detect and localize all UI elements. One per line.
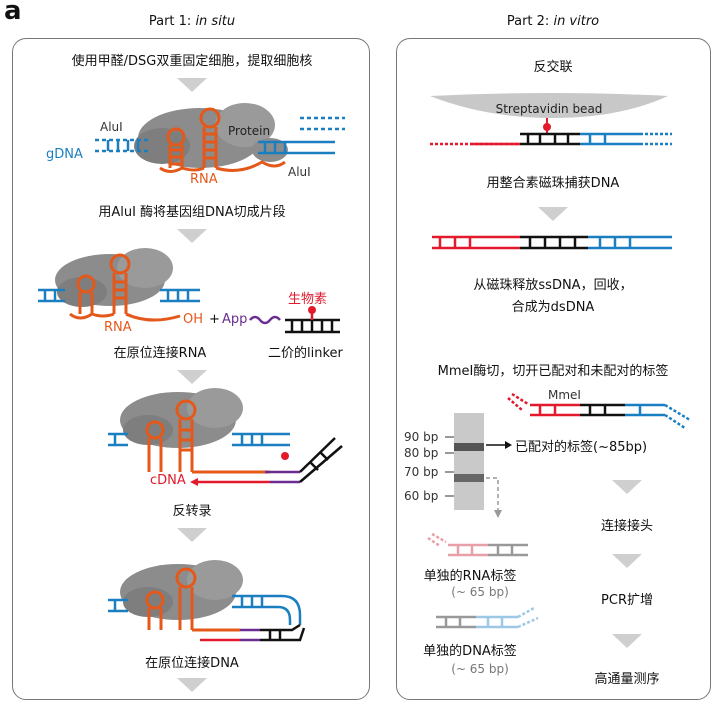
part2-title: Part 2: in vitro bbox=[507, 14, 599, 29]
rna-label-2: RNA bbox=[104, 320, 132, 335]
part2-step7: 高通量测序 bbox=[594, 672, 660, 687]
part2-step1: 反交联 bbox=[533, 60, 573, 75]
gel-marker-60: 60 bp bbox=[404, 489, 439, 503]
gel-marker-90: 90 bp bbox=[404, 430, 439, 444]
biotin-label: 生物素 bbox=[288, 292, 328, 307]
gel-band-65 bbox=[454, 474, 484, 482]
linker-4 bbox=[200, 623, 306, 642]
part1-step4: 反转录 bbox=[172, 504, 212, 519]
linker-label: 二价的linker bbox=[268, 346, 343, 361]
figure-label: a bbox=[4, 0, 22, 26]
part1-arrow-1 bbox=[177, 78, 207, 92]
part1-title-prefix: Part 1: bbox=[148, 14, 196, 29]
part2-arrow-1 bbox=[538, 207, 568, 221]
part2-arrow-3 bbox=[612, 554, 642, 568]
alui-left-label: AluI bbox=[100, 120, 123, 134]
paired-arrow-head bbox=[505, 441, 512, 449]
part1-title: Part 1: in situ bbox=[149, 14, 235, 29]
part2-step3-line2: 合成为dsDNA bbox=[511, 300, 595, 315]
dna-tag-size: (~ 65 bp) bbox=[451, 662, 509, 676]
rna-hairpins-1 bbox=[159, 107, 286, 173]
part1-title-italic: in situ bbox=[195, 14, 236, 29]
part2-step6: PCR扩增 bbox=[601, 593, 653, 608]
part1-arrow-2 bbox=[177, 229, 207, 243]
plus-label: + bbox=[209, 312, 220, 327]
gel-band-85 bbox=[454, 443, 484, 451]
rna-hairpins-2 bbox=[69, 253, 181, 322]
part1-arrow-3 bbox=[177, 370, 207, 384]
oh-label: OH bbox=[183, 312, 204, 327]
mmei-label: MmeI bbox=[548, 388, 581, 402]
bead-biotin-dot bbox=[543, 123, 551, 131]
biotin-dot-3 bbox=[281, 452, 289, 460]
cdna-arrowhead bbox=[190, 478, 198, 486]
unpaired-arrow-line bbox=[486, 477, 499, 510]
part2-step2: 用整合素磁珠捕获DNA bbox=[486, 176, 620, 191]
streptavidin-bead-shape bbox=[430, 93, 668, 118]
captured-dna bbox=[430, 132, 672, 146]
dna-left-2 bbox=[38, 288, 200, 303]
part2-arrow-2 bbox=[612, 480, 642, 494]
part1-step3: 在原位连接RNA bbox=[113, 346, 207, 361]
bead-label: Streptavidin bead bbox=[495, 102, 603, 116]
protein-blob-2 bbox=[55, 248, 173, 307]
part2-step5: 连接接头 bbox=[600, 519, 654, 534]
part2-step3-line1: 从磁珠释放ssDNA，回收， bbox=[473, 278, 633, 293]
part1-step1: 使用甲醛/DSG双重固定细胞，提取细胞核 bbox=[71, 54, 313, 69]
single-dna-tag bbox=[436, 606, 539, 629]
part1-step5: 在原位连接DNA bbox=[145, 656, 239, 671]
gel-lane bbox=[454, 413, 484, 510]
gdna-label: gDNA bbox=[46, 147, 83, 162]
linker-2 bbox=[249, 312, 340, 334]
dna-tag-label: 单独的DNA标签 bbox=[423, 644, 517, 659]
gel-marker-70: 70 bp bbox=[404, 465, 439, 479]
part2-step4: MmeI酶切，切开已配对和未配对的标签 bbox=[437, 364, 669, 379]
single-rna-tag bbox=[427, 532, 528, 557]
cdna-label: cDNA bbox=[150, 473, 186, 488]
released-dsdna bbox=[432, 235, 672, 250]
part2-panel bbox=[396, 38, 711, 700]
gdna-left-1 bbox=[95, 138, 150, 153]
linker-3 bbox=[265, 437, 343, 484]
rna-label-1: RNA bbox=[190, 172, 218, 187]
alui-right-label: AluI bbox=[288, 165, 311, 179]
rna-hairpins-3 bbox=[145, 399, 270, 474]
part2-title-italic: in vitro bbox=[553, 14, 600, 29]
part1-step2: 用AluI 酶将基因组DNA切成片段 bbox=[98, 205, 286, 220]
rna-tag-label: 单独的RNA标签 bbox=[423, 569, 517, 584]
part2-title-prefix: Part 2: bbox=[506, 14, 554, 29]
part1-arrow-4 bbox=[177, 528, 207, 542]
unpaired-arrow-head bbox=[494, 510, 502, 518]
app-label: App bbox=[222, 312, 248, 327]
rna-tag-size: (~ 65 bp) bbox=[451, 585, 509, 599]
paired-tag-label: 已配对的标签(~85bp) bbox=[515, 440, 648, 455]
protein-label: Protein bbox=[228, 124, 271, 138]
mmei-fragment bbox=[507, 392, 691, 430]
rna-hairpins-4 bbox=[145, 567, 240, 632]
part2-arrow-4 bbox=[612, 634, 642, 648]
dna-4 bbox=[108, 594, 302, 625]
gel-marker-80: 80 bp bbox=[404, 446, 439, 460]
gdna-right-1 bbox=[258, 116, 345, 155]
biotin-dot-2 bbox=[308, 306, 316, 314]
part1-arrow-5 bbox=[177, 678, 207, 692]
dna-3 bbox=[108, 432, 290, 447]
